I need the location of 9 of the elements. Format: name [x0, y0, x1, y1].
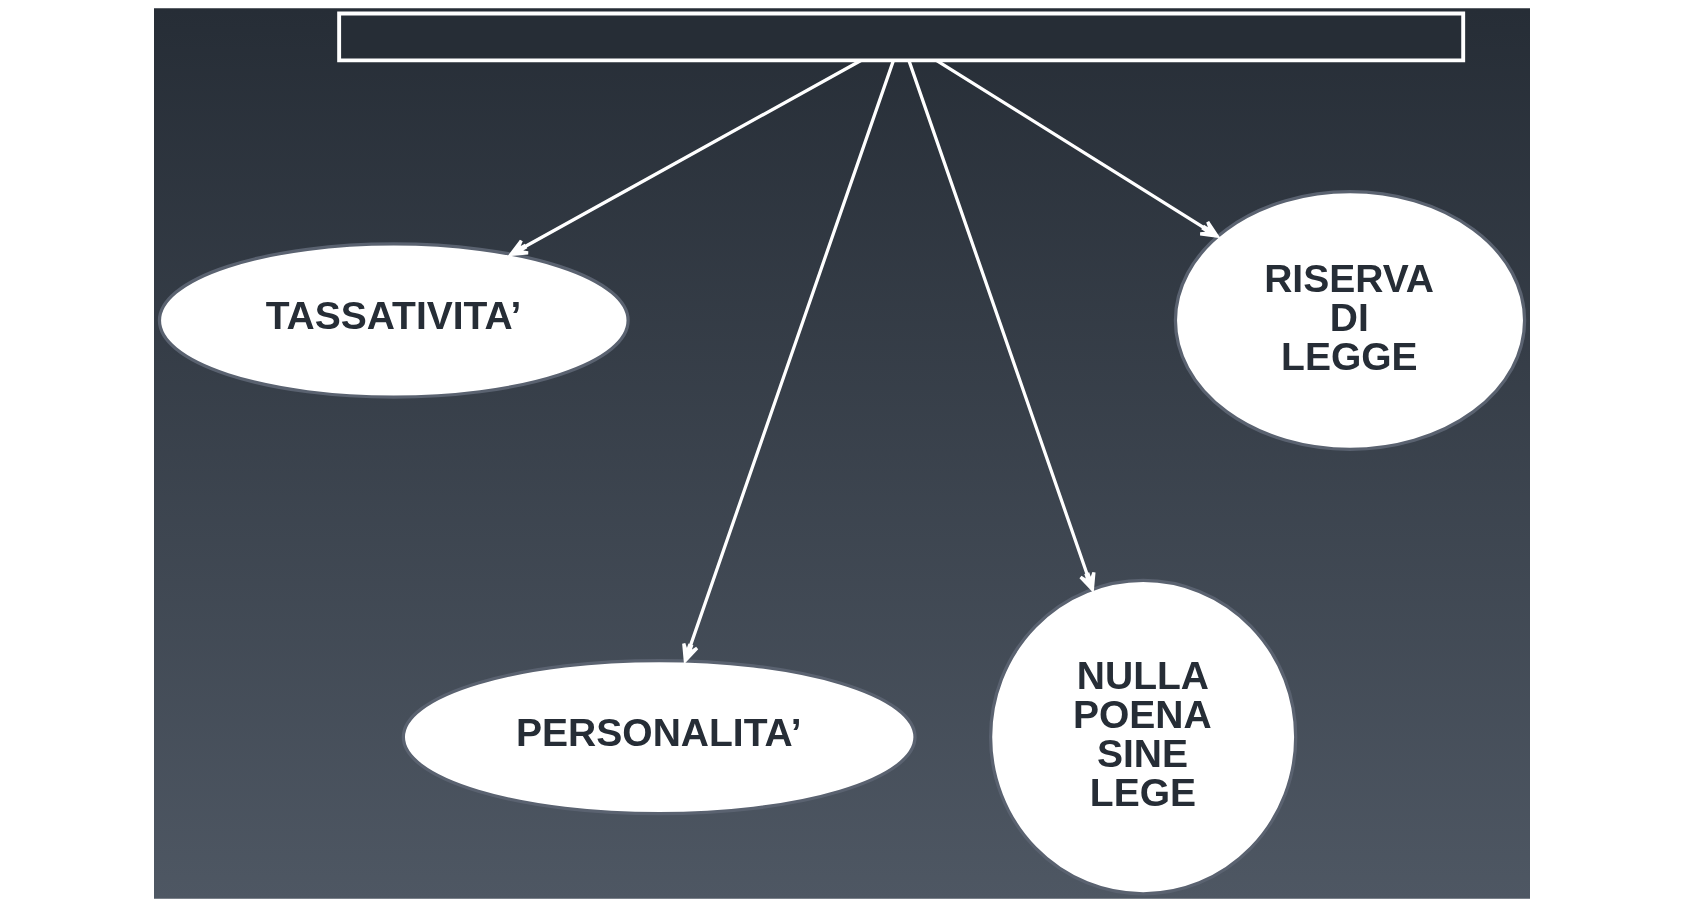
arrow [681, 60, 895, 663]
node-ellipse: PERSONALITA’ [401, 658, 917, 816]
arrow [508, 59, 862, 256]
node-box [336, 11, 1465, 63]
arrow [906, 60, 1096, 592]
node-ellipse: RISERVA DI LEGGE [1173, 190, 1526, 451]
arrow [935, 59, 1219, 238]
node-ellipse: TASSATIVITA’ [157, 242, 630, 399]
node-circle: NULLA POENA SINE LEGE [988, 578, 1297, 896]
